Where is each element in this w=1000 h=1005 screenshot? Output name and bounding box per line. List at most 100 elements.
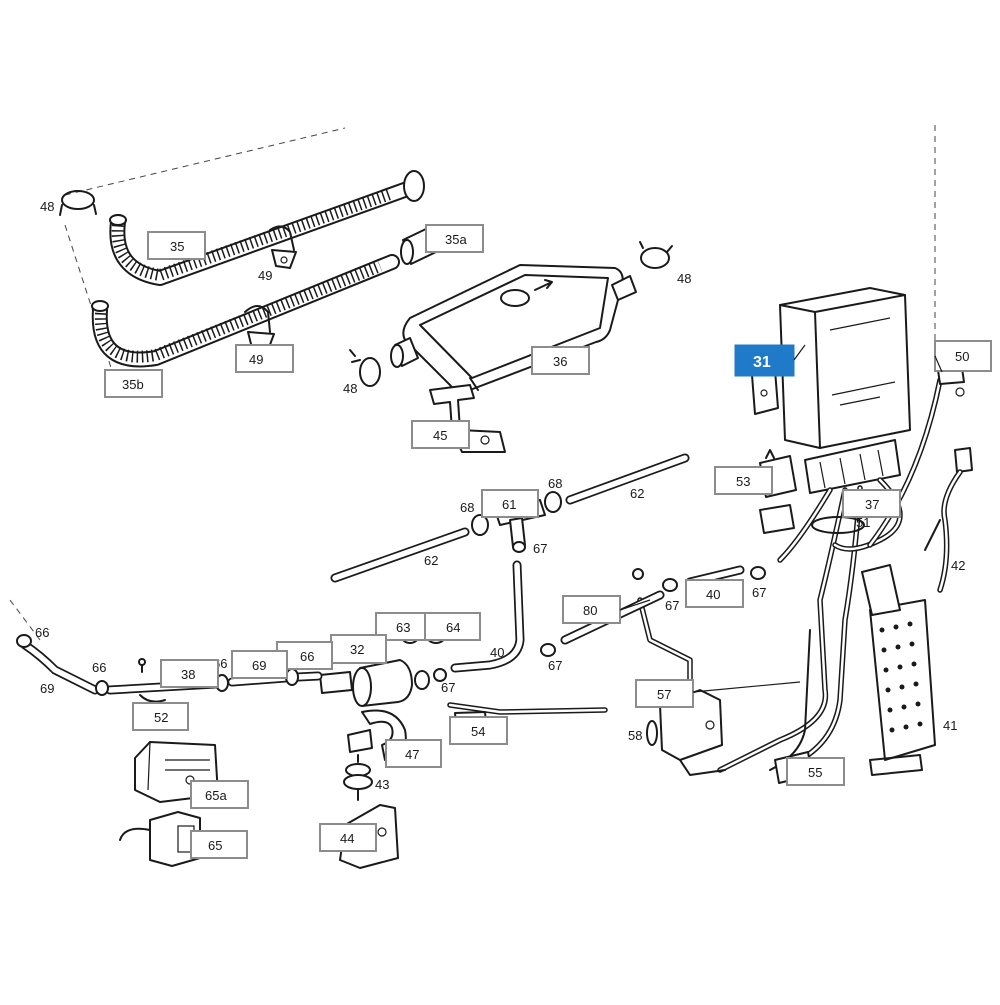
svg-text:51: 51 bbox=[856, 515, 870, 530]
control-unit-31 bbox=[751, 287, 911, 494]
label-67-tee[interactable]: 67 bbox=[533, 541, 547, 556]
svg-text:35b: 35b bbox=[122, 377, 144, 392]
label-54[interactable]: 54 bbox=[449, 716, 508, 745]
label-40-right[interactable]: 40 bbox=[685, 579, 744, 608]
svg-text:49: 49 bbox=[258, 268, 272, 283]
glow-element-41 bbox=[861, 564, 936, 776]
label-67-pump[interactable]: 67 bbox=[441, 680, 455, 695]
label-66-far-left[interactable]: 66 bbox=[35, 625, 49, 640]
label-49-bottom[interactable]: 49 bbox=[235, 344, 294, 373]
svg-text:54: 54 bbox=[471, 724, 485, 739]
label-52[interactable]: 52 bbox=[132, 702, 189, 731]
label-47[interactable]: 47 bbox=[385, 739, 442, 768]
label-57[interactable]: 57 bbox=[635, 679, 694, 708]
svg-text:52: 52 bbox=[154, 710, 168, 725]
clamp-48-muffler bbox=[639, 241, 673, 269]
label-66-c[interactable]: 66 bbox=[92, 660, 106, 675]
clip-52 bbox=[138, 658, 166, 703]
switch-65 bbox=[119, 811, 201, 867]
leader-lines bbox=[619, 344, 943, 693]
svg-text:38: 38 bbox=[181, 667, 195, 682]
svg-text:37: 37 bbox=[865, 497, 879, 512]
label-44[interactable]: 44 bbox=[319, 823, 377, 852]
label-62-right[interactable]: 62 bbox=[630, 486, 644, 501]
svg-text:68: 68 bbox=[548, 476, 562, 491]
svg-text:40: 40 bbox=[490, 645, 504, 660]
svg-text:35: 35 bbox=[170, 239, 184, 254]
svg-text:66: 66 bbox=[300, 649, 314, 664]
svg-text:48: 48 bbox=[677, 271, 691, 286]
hose-69-left bbox=[16, 634, 109, 696]
label-42[interactable]: 42 bbox=[951, 558, 965, 573]
label-45[interactable]: 45 bbox=[411, 420, 470, 449]
label-43[interactable]: 43 bbox=[375, 777, 389, 792]
label-67-hose-left[interactable]: 67 bbox=[665, 598, 679, 613]
exhaust-pipe-35 bbox=[109, 170, 425, 286]
label-49-top[interactable]: 49 bbox=[258, 268, 272, 283]
label-69[interactable]: 69 bbox=[231, 650, 288, 679]
svg-text:48: 48 bbox=[343, 381, 357, 396]
svg-text:36: 36 bbox=[553, 354, 567, 369]
svg-text:41: 41 bbox=[943, 718, 957, 733]
label-68-right[interactable]: 68 bbox=[548, 476, 562, 491]
fuel-line-62 bbox=[330, 453, 690, 583]
svg-text:69: 69 bbox=[252, 658, 266, 673]
label-35a[interactable]: 35a bbox=[425, 224, 484, 253]
label-64[interactable]: 64 bbox=[424, 612, 481, 641]
svg-text:42: 42 bbox=[951, 558, 965, 573]
label-65a[interactable]: 65a bbox=[190, 780, 249, 809]
svg-text:32: 32 bbox=[350, 642, 364, 657]
label-68-left[interactable]: 68 bbox=[460, 500, 474, 515]
label-48-right[interactable]: 48 bbox=[677, 271, 691, 286]
svg-text:31: 31 bbox=[753, 354, 771, 371]
svg-text:40: 40 bbox=[706, 587, 720, 602]
label-53[interactable]: 53 bbox=[714, 466, 773, 495]
label-80[interactable]: 80 bbox=[562, 595, 621, 624]
label-50[interactable]: 50 bbox=[934, 340, 992, 372]
cable-42 bbox=[924, 447, 973, 593]
label-51[interactable]: 51 bbox=[856, 515, 870, 530]
label-65[interactable]: 65 bbox=[190, 830, 248, 859]
label-40-vertical[interactable]: 40 bbox=[490, 645, 504, 660]
label-67-hose-right[interactable]: 67 bbox=[752, 585, 766, 600]
label-36[interactable]: 36 bbox=[531, 346, 590, 375]
label-41[interactable]: 41 bbox=[943, 718, 957, 733]
svg-text:43: 43 bbox=[375, 777, 389, 792]
label-48-left[interactable]: 48 bbox=[343, 381, 357, 396]
svg-text:68: 68 bbox=[460, 500, 474, 515]
svg-text:66: 66 bbox=[35, 625, 49, 640]
clamp-48-left bbox=[349, 349, 381, 387]
label-35[interactable]: 35 bbox=[147, 231, 206, 260]
heater-body-36 bbox=[390, 264, 637, 392]
svg-text:61: 61 bbox=[502, 497, 516, 512]
label-55[interactable]: 55 bbox=[786, 757, 845, 786]
label-38[interactable]: 38 bbox=[160, 659, 219, 688]
label-48-top[interactable]: 48 bbox=[40, 199, 54, 214]
label-32[interactable]: 32 bbox=[330, 634, 387, 664]
svg-text:57: 57 bbox=[657, 687, 671, 702]
label-67-tube[interactable]: 67 bbox=[548, 658, 562, 673]
svg-text:48: 48 bbox=[40, 199, 54, 214]
svg-text:65: 65 bbox=[208, 838, 222, 853]
svg-text:69: 69 bbox=[40, 681, 54, 696]
fitting-50 bbox=[937, 367, 965, 397]
label-62-left[interactable]: 62 bbox=[424, 553, 438, 568]
svg-text:66: 66 bbox=[92, 660, 106, 675]
label-31-selected[interactable]: 31 bbox=[734, 344, 795, 377]
rubber-mount-43 bbox=[343, 754, 373, 801]
svg-text:67: 67 bbox=[752, 585, 766, 600]
svg-text:62: 62 bbox=[424, 553, 438, 568]
svg-text:80: 80 bbox=[583, 603, 597, 618]
clamp-48-top bbox=[59, 190, 97, 216]
bracket-45 bbox=[429, 384, 506, 453]
label-69-left[interactable]: 69 bbox=[40, 681, 54, 696]
label-35b[interactable]: 35b bbox=[104, 369, 163, 398]
label-61[interactable]: 61 bbox=[481, 489, 539, 518]
label-37[interactable]: 37 bbox=[842, 489, 901, 518]
label-58[interactable]: 58 bbox=[628, 728, 642, 743]
svg-text:53: 53 bbox=[736, 474, 750, 489]
svg-text:63: 63 bbox=[396, 620, 410, 635]
svg-text:67: 67 bbox=[548, 658, 562, 673]
svg-text:44: 44 bbox=[340, 831, 354, 846]
